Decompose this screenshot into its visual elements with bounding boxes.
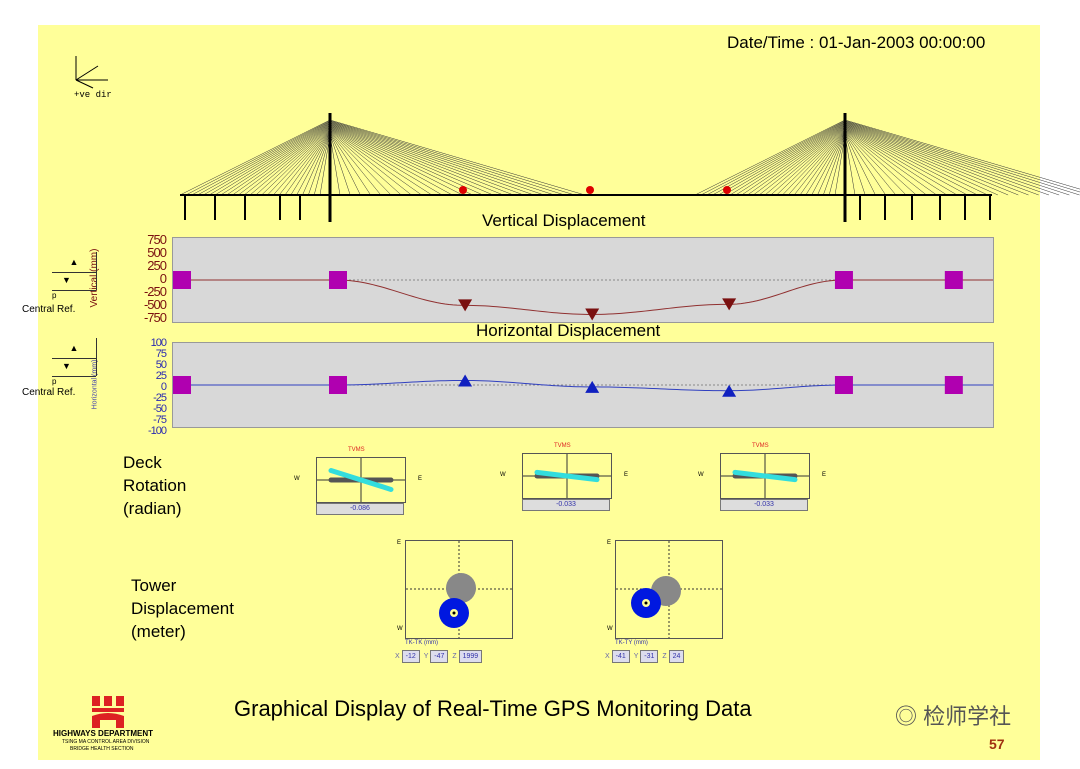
east-label: E [624, 472, 629, 478]
z-value: 24 [668, 650, 685, 663]
p-label: p [52, 291, 57, 300]
tower-marker [329, 271, 347, 289]
watermark: ◎ 检师学社 [895, 704, 1012, 729]
gps-sensor [459, 186, 467, 194]
west-label: W [397, 626, 403, 632]
horizontal-chart [172, 342, 994, 428]
datetime: Date/Time : 01-Jan-2003 00:00:00 [727, 33, 986, 52]
up-arrow-icon[interactable]: ▲ [52, 338, 96, 359]
svg-text:+ve dir: +ve dir [74, 90, 112, 100]
vertical-chart [172, 237, 994, 323]
displacement-marker [458, 299, 473, 312]
east-label: E [418, 476, 423, 482]
x-value: -12 [401, 650, 420, 663]
up-arrow-icon[interactable]: ▲ [52, 252, 96, 273]
east-label: E [397, 540, 402, 546]
tick-label: 750 [147, 232, 167, 247]
tower-marker [834, 376, 853, 394]
axis-direction-icon: +ve dir [74, 56, 112, 100]
tower-marker [834, 271, 853, 289]
tick-label: 250 [147, 258, 167, 273]
org-name: HIGHWAYS DEPARTMENT [53, 729, 154, 738]
tick-label: 0 [160, 381, 167, 393]
tick-label: 25 [155, 370, 167, 382]
footer-title: Graphical Display of Real-Time GPS Monit… [234, 696, 752, 721]
tick-label: 0 [159, 271, 167, 286]
org-sub: TSING MA CONTROL AREA DIVISION [62, 739, 150, 745]
displacement-marker [458, 374, 473, 387]
west-label: W [500, 472, 506, 478]
down-arrow-icon[interactable]: ▼ [62, 275, 71, 285]
rotation-bar [328, 468, 394, 492]
displacement-line [173, 279, 993, 315]
tick-label: -500 [143, 297, 167, 312]
displacement-marker [722, 384, 737, 397]
rotation-bar [732, 469, 798, 483]
z-value: 1999 [458, 650, 483, 663]
west-label: W [698, 472, 704, 478]
tick-label: -100 [147, 425, 167, 437]
central-ref-label: Central Ref. [22, 304, 76, 315]
horizontal-ylabel: Horizontal (mm) [91, 359, 99, 410]
horizontal-title: Horizontal Displacement [476, 321, 661, 340]
rotation-value: -0.033 [720, 499, 808, 511]
tick-label: 500 [147, 245, 167, 260]
y-value: -47 [430, 650, 449, 663]
vertical-title: Vertical Displacement [482, 211, 646, 230]
reference-position [446, 573, 476, 603]
x-value: -41 [611, 650, 630, 663]
east-label: E [607, 540, 612, 546]
west-label: W [607, 626, 613, 632]
tick-label: 75 [155, 348, 167, 360]
tick-label: -75 [153, 414, 167, 426]
gauge-title: TVMS [554, 443, 571, 449]
tower-marker [173, 376, 191, 394]
tower-marker [944, 376, 963, 394]
tower-marker [173, 271, 191, 289]
displacement-line [173, 379, 993, 392]
y-value: -31 [640, 650, 659, 663]
bridge-diagram [179, 113, 1080, 222]
central-ref-label: Central Ref. [22, 387, 76, 398]
p-label: p [52, 377, 57, 386]
gauge-title: TVMS [348, 447, 365, 453]
displacement-marker [585, 308, 600, 321]
tick-label: -750 [143, 310, 167, 325]
gps-sensor [586, 186, 594, 194]
plot-title: TK-TK (mm) [405, 640, 438, 646]
page-number: 57 [989, 736, 1005, 752]
tick-label: -50 [153, 403, 167, 415]
tick-label: 100 [150, 337, 167, 349]
tick-label: -25 [153, 392, 167, 404]
displacement-marker [585, 380, 600, 393]
rotation-value: -0.033 [522, 499, 610, 511]
tower-marker [944, 271, 963, 289]
plot-title: TK-TY (mm) [615, 640, 648, 646]
gps-sensor [723, 186, 731, 194]
tick-label: -250 [143, 284, 167, 299]
tower-marker [329, 376, 347, 394]
tick-label: 50 [155, 359, 167, 371]
highways-logo [90, 696, 126, 728]
west-label: W [294, 476, 300, 482]
east-label: E [822, 472, 827, 478]
displacement-marker [722, 298, 737, 311]
rotation-bar [534, 469, 600, 483]
down-arrow-icon[interactable]: ▼ [62, 361, 71, 371]
gauge-title: TVMS [752, 443, 769, 449]
org-sub: BRIDGE HEALTH SECTION [70, 746, 134, 752]
rotation-value: -0.086 [316, 503, 404, 515]
